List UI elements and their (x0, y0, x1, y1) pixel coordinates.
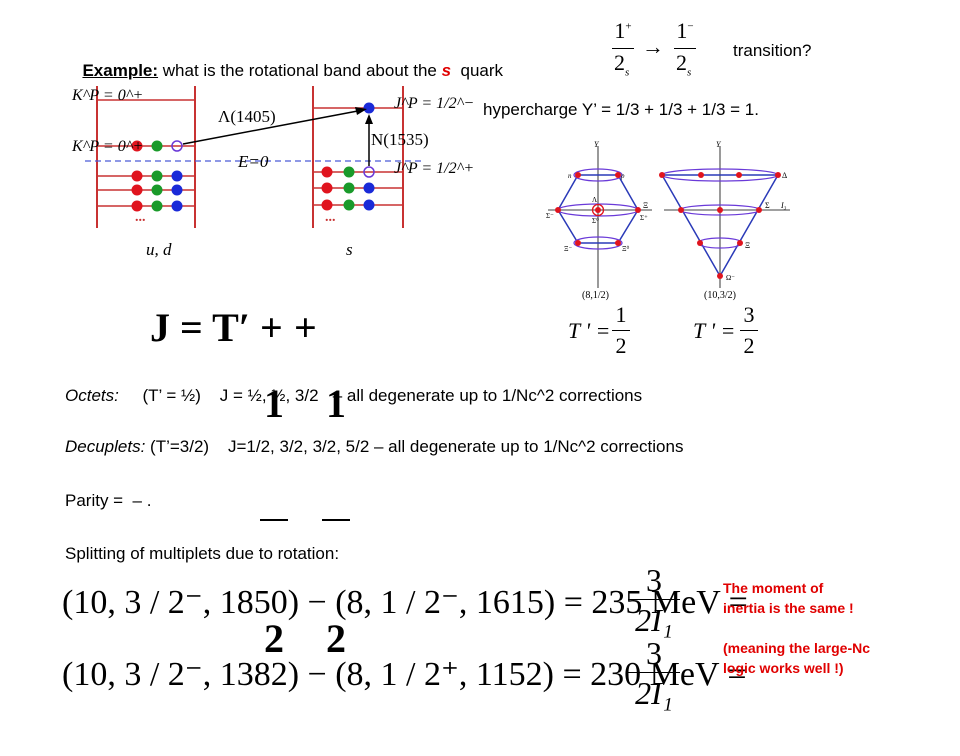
splitting-line: Splitting of multiplets due to rotation: (65, 544, 340, 563)
title-quark-letter: s (441, 61, 452, 80)
label-n1535: N(1535) (371, 130, 429, 149)
label-j-bottom: J^P = 1/2^+ (394, 160, 475, 177)
label-kp-mid: K^P = 0^+ (72, 138, 144, 155)
j-frac2-num: 1 (326, 381, 346, 426)
svg-text:Σ⁻: Σ⁻ (546, 212, 554, 220)
svg-text:Ξ: Ξ (643, 201, 648, 210)
note-line2: inertia is the same ! (723, 600, 854, 616)
svg-text:Y: Y (594, 140, 600, 149)
title-bold: Example: (82, 61, 159, 80)
frac-from-num: 1 (614, 18, 626, 43)
decuplet-label: (10,3/2) (704, 290, 736, 301)
j-frac2-den: 2 (326, 616, 346, 661)
note-line1: The moment of (723, 580, 824, 596)
label-lambda: Λ(1405) (218, 107, 276, 126)
frac-from-sup: + (625, 20, 632, 33)
j-frac1-num: 1 (264, 381, 284, 426)
svg-text:n: n (568, 172, 572, 180)
decuplets-line: Decuplets: (T’=3/2) J=1/2, 3/2, 3/2, 5/2… (65, 437, 683, 457)
red-note: The moment of inertia is the same ! (mea… (723, 578, 870, 678)
t-octet-num: 1 (615, 302, 627, 327)
title-post: quark (451, 61, 504, 80)
octets-line: Octets: (T’ = ½) J = ½, ½, 3/2 – all deg… (65, 386, 642, 406)
j-formula-lhs: J = T′ + (150, 305, 283, 350)
quark-hole (171, 140, 183, 152)
title-pre: what is the rotational band about the (158, 61, 442, 80)
note-line4: logic works well !) (723, 660, 844, 676)
t-decuplet: T ' = (693, 318, 736, 343)
equation-1: (10, 3 / 2⁻, 1850) − (8, 1 / 2⁻, 1615) =… (62, 578, 748, 654)
quark-ball (131, 140, 143, 152)
eq2-frac: 3 2I₁ (628, 635, 680, 712)
svg-text:Δ: Δ (782, 171, 787, 180)
svg-text:I₃: I₃ (780, 201, 787, 210)
j-formula: J = T′ + 1 2 + 1 2 (150, 286, 350, 661)
parity-line: Parity = – . (65, 491, 152, 510)
label-dots-left: ... (135, 210, 146, 225)
octet-diagram: Y Ξ n p Σ⁻ Σ⁺ Λ Σ⁰ Ξ⁻ Ξ⁰ (546, 140, 652, 288)
eq1-lhs: (10, 3 / 2⁻, 1850) − (8, 1 / 2⁻, 1615) =… (62, 584, 748, 621)
t-octet-den: 2 (615, 333, 627, 358)
svg-text:Ξ: Ξ (745, 241, 750, 250)
eq2-den: 2I₁ (635, 675, 673, 711)
label-kp-top: K^P = 0^+ (72, 87, 144, 104)
title-tail: transition? (733, 41, 812, 60)
eq1-frac: 3 2I₁ (628, 562, 680, 639)
label-s: s (346, 240, 353, 259)
decuplets-text: (T’=3/2) J=1/2, 3/2, 3/2, 5/2 – all dege… (145, 437, 684, 456)
note-line3: (meaning the large-Nc (723, 640, 871, 656)
frac-to-num: 1 (676, 18, 688, 43)
decuplet-diagram: Y Δ Σ I₃ Ξ Ω⁻ (659, 140, 790, 288)
svg-text:Λ: Λ (592, 196, 597, 204)
label-ud: u, d (146, 240, 172, 259)
svg-text:Σ: Σ (765, 201, 770, 210)
j-formula-plus: + (294, 305, 317, 350)
frac-from-sub: s (625, 66, 630, 79)
frac-from-den: 2 (614, 50, 625, 75)
svg-text:Σ⁺: Σ⁺ (640, 214, 648, 222)
j-frac1-den: 2 (264, 616, 284, 661)
svg-text:Ω⁻: Ω⁻ (726, 274, 735, 282)
svg-text:Σ⁰: Σ⁰ (592, 217, 599, 225)
frac-to-sub: s (687, 66, 692, 79)
title-transition-fraction: 1+ 2s → 1− 2s (612, 18, 702, 80)
t-decuplet-num: 3 (743, 302, 755, 327)
eq2-num: 3 (646, 635, 662, 671)
svg-text:Ξ⁰: Ξ⁰ (622, 245, 630, 253)
multiplet-diagrams: Y Ξ n p Σ⁻ Σ⁺ Λ Σ⁰ Ξ⁻ Ξ⁰ Y Δ Σ I₃ Ξ Ω⁻ (546, 140, 790, 288)
t-octet-frac: 1 2 (612, 302, 630, 359)
octets-text: (T’ = ½) J = ½, ½, 3/2 – all degenerate … (118, 386, 643, 405)
t-decuplet-frac: 3 2 (740, 302, 758, 359)
hypercharge-text: hypercharge Y’ = 1/3 + 1/3 + 1/3 = 1. (483, 100, 759, 119)
octet-label: (8,1/2) (582, 290, 609, 301)
t-decuplet-den: 2 (743, 333, 755, 358)
svg-text:p: p (620, 172, 625, 180)
equation-2: (10, 3 / 2⁻, 1382) − (8, 1 / 2⁺, 1152) =… (62, 650, 747, 726)
title-line: Example: what is the rotational band abo… (73, 41, 503, 81)
octets-label: Octets: (65, 386, 119, 405)
frac-to-sup: − (687, 20, 694, 33)
eq1-num: 3 (646, 562, 662, 598)
svg-text:Y: Y (716, 140, 722, 149)
level-diagram (85, 86, 425, 228)
label-j-top: J^P = 1/2^− (394, 95, 475, 112)
label-dots-right: ... (325, 210, 336, 225)
eq2-lhs: (10, 3 / 2⁻, 1382) − (8, 1 / 2⁺, 1152) =… (62, 656, 747, 693)
quark-ball (151, 140, 163, 152)
t-octet: T ' = (568, 318, 611, 343)
label-e0: E=0 (238, 152, 269, 171)
eq1-den: 2I₁ (635, 602, 673, 638)
decuplets-label: Decuplets: (65, 437, 146, 456)
svg-text:Ξ⁻: Ξ⁻ (564, 245, 573, 253)
frac-to-den: 2 (676, 50, 687, 75)
transition-arrow: → (642, 34, 664, 59)
